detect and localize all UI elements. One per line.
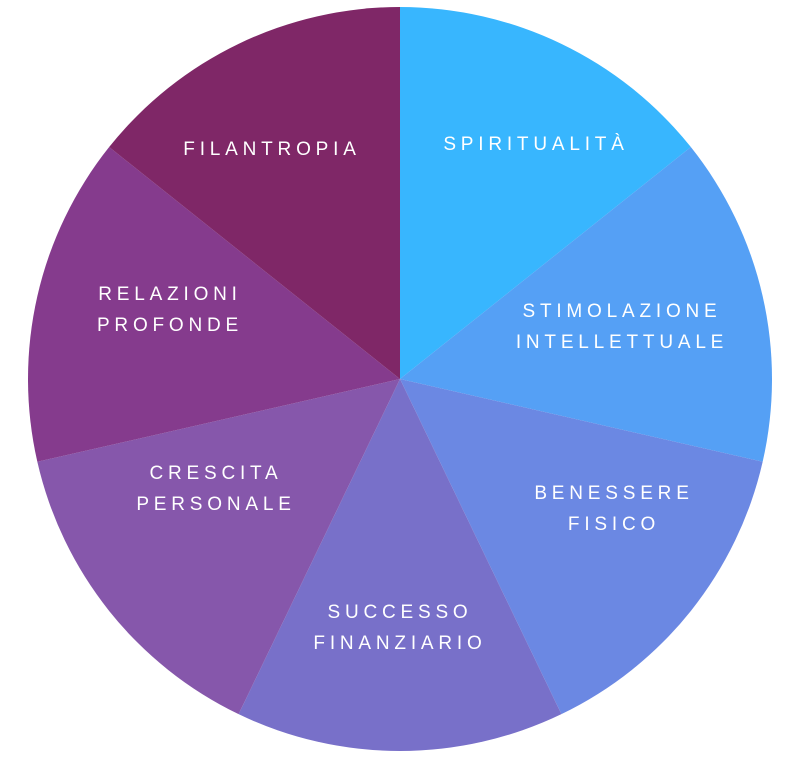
label-benessere-fisico: BENESSERE FISICO [534, 483, 693, 535]
slice-filantropia [109, 7, 400, 379]
slice-crescita-personale [37, 379, 400, 715]
slice-benessere-fisico [400, 379, 763, 715]
slice-spiritualita [400, 7, 691, 379]
label-relazioni-profonde-line-2: PROFONDE [97, 315, 243, 336]
slice-relazioni-profonde [28, 147, 400, 462]
label-benessere-fisico-line-2: FISICO [568, 514, 660, 535]
label-crescita-personale-line-2: PERSONALE [136, 494, 295, 515]
label-spiritualita: SPIRITUALITÀ [443, 134, 628, 155]
label-crescita-personale: CRESCITA PERSONALE [136, 463, 295, 515]
label-relazioni-profonde-line-1: RELAZIONI [98, 284, 242, 305]
label-crescita-personale-line-1: CRESCITA [149, 463, 282, 484]
label-relazioni-profonde: RELAZIONI PROFONDE [97, 284, 243, 336]
wheel-labels: SPIRITUALITÀ STIMOLAZIONE INTELLETTUALE BEN… [97, 134, 728, 654]
label-successo-finanziario-line-1: SUCCESSO [327, 602, 472, 623]
wheel-slices [28, 7, 772, 751]
label-successo-finanziario: SUCCESSO FINANZIARIO [313, 602, 486, 654]
label-filantropia: FILANTROPIA [183, 139, 360, 160]
slice-stimolazione-intellettuale [400, 147, 772, 462]
label-stimolazione-intellettuale-line-1: STIMOLAZIONE [522, 301, 721, 322]
label-stimolazione-intellettuale: STIMOLAZIONE INTELLETTUALE [516, 301, 728, 353]
label-benessere-fisico-line-1: BENESSERE [534, 483, 693, 504]
label-filantropia-line-1: FILANTROPIA [183, 139, 360, 160]
label-spiritualita-line-1: SPIRITUALITÀ [443, 134, 628, 155]
slice-successo-finanziario [238, 379, 562, 751]
label-stimolazione-intellettuale-line-2: INTELLETTUALE [516, 332, 728, 353]
label-successo-finanziario-line-2: FINANZIARIO [313, 633, 486, 654]
